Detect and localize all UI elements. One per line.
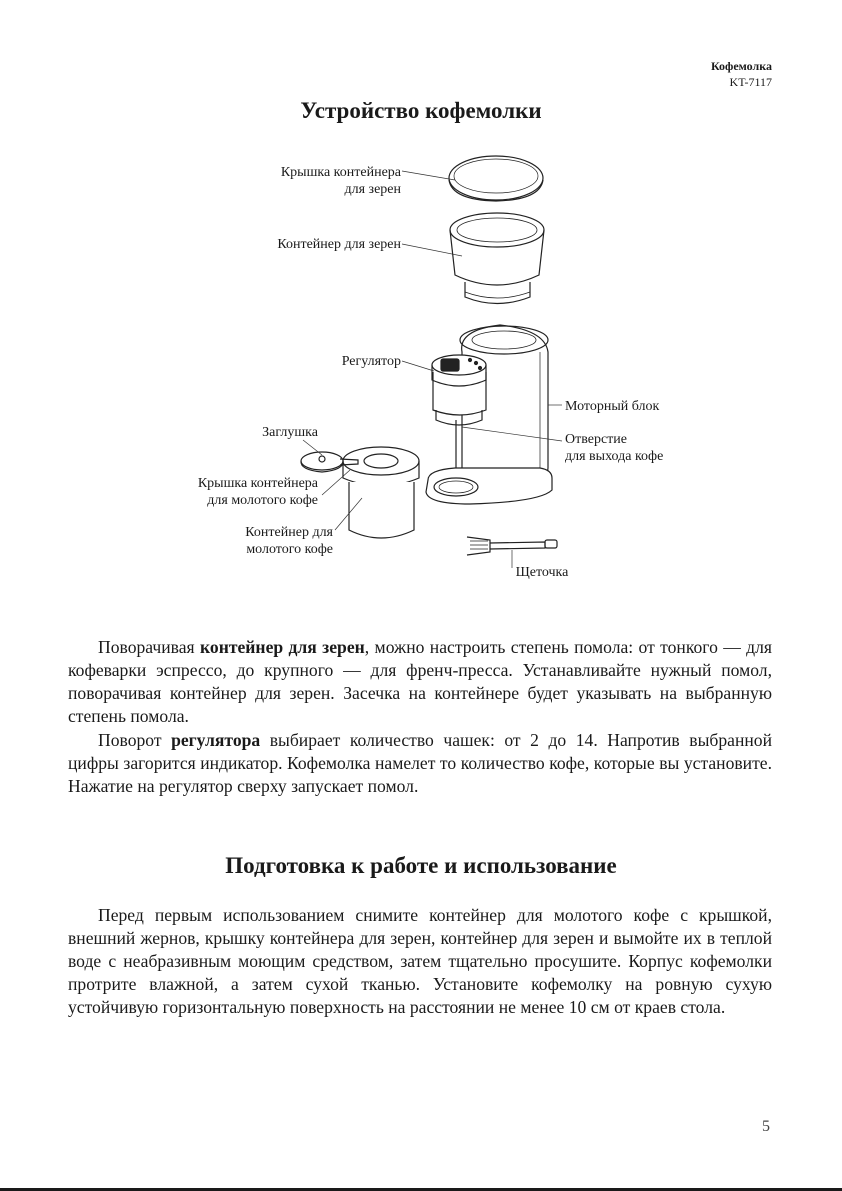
label-regulator: Регулятор (342, 354, 401, 369)
label-motor-unit: Моторный блок (565, 399, 660, 414)
section-title-device: Устройство кофемолки (300, 98, 542, 123)
motor-unit-drawing (425, 324, 553, 505)
paragraph-preparation: Перед первым использованием снимите конт… (68, 905, 772, 1017)
paragraph-grind-setting: Поворачивая контейнер для зерен, можно н… (68, 636, 772, 728)
label-ground-lid-1: Крышка контейнера (198, 476, 319, 491)
header-model: KT-7117 (729, 75, 772, 89)
p1-text-c: , можно настроить степень помола: от тон… (68, 637, 773, 726)
bean-container-drawing (449, 212, 545, 305)
label-brush: Щеточка (516, 565, 570, 580)
leader-lines (302, 170, 563, 568)
label-outlet-2: для выхода кофе (565, 449, 663, 464)
ground-coffee-container-drawing (342, 446, 420, 539)
bottom-rule (0, 1188, 842, 1191)
p1-text-bold: контейнер для зерен (200, 637, 365, 657)
label-ground-container-1: Контейнер для (245, 525, 333, 540)
grinder-diagram: Крышка контейнера для зерен Контейнер дл… (198, 155, 663, 580)
label-ground-container-2: молотого кофе (246, 542, 333, 557)
p2-text-a: Поворот (98, 730, 172, 750)
label-bean-lid-1: Крышка контейнера (281, 165, 402, 180)
regulator-drawing (431, 354, 487, 426)
label-plug: Заглушка (262, 425, 319, 440)
header-product-name: Кофемолка (710, 59, 772, 73)
label-bean-container: Контейнер для зерен (277, 237, 401, 252)
brush-drawing (466, 536, 558, 556)
plug-drawing (300, 451, 359, 473)
p1-text-a: Поворачивая (98, 637, 200, 657)
page-number: 5 (762, 1118, 770, 1135)
bean-container-lid-drawing (448, 155, 544, 202)
label-bean-lid-2: для зерен (345, 182, 402, 197)
paragraph-regulator: Поворот регулятора выбирает количество ч… (68, 729, 772, 798)
page-header: Кофемолка KT-7117 (711, 58, 772, 90)
label-ground-lid-2: для молотого кофе (207, 493, 318, 508)
p2-text-c: выбирает количество чашек: от 2 до 14. Н… (68, 730, 772, 796)
label-outlet-1: Отверстие (565, 432, 627, 447)
p2-text-bold: регулятора (171, 730, 261, 750)
section-title-preparation: Подготовка к работе и использование (225, 853, 617, 878)
